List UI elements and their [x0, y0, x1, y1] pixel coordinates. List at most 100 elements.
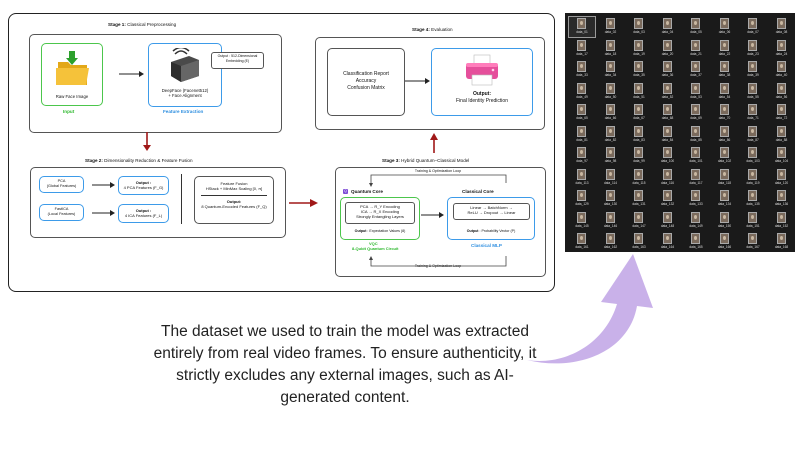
dataset-thumbnail[interactable]: data_67	[626, 103, 652, 123]
dataset-thumbnail[interactable]: data_83	[626, 125, 652, 145]
dataset-thumbnail[interactable]: data_118	[712, 168, 738, 188]
dataset-thumbnail[interactable]: data_119	[740, 168, 766, 188]
dataset-thumbnail[interactable]: data_66	[598, 103, 624, 123]
dataset-thumbnail[interactable]: data_104	[769, 146, 795, 166]
dataset-thumbnail[interactable]: data_39	[740, 60, 766, 80]
dataset-thumbnail[interactable]: data_51	[626, 82, 652, 102]
face-image-icon	[634, 39, 643, 51]
dataset-thumbnail[interactable]: data_70	[712, 103, 738, 123]
dataset-thumbnail[interactable]: data_21	[683, 39, 709, 59]
dataset-thumbnail[interactable]: data_08	[769, 17, 795, 37]
dataset-thumbnail[interactable]: data_33	[569, 60, 595, 80]
dataset-thumbnail[interactable]: data_98	[598, 146, 624, 166]
dataset-thumbnail[interactable]: data_102	[712, 146, 738, 166]
dataset-thumbnail[interactable]: data_132	[655, 189, 681, 209]
loop-top-label: Training & Optimization Loop	[414, 169, 462, 173]
dataset-thumbnail[interactable]: data_17	[569, 39, 595, 59]
dataset-thumbnail[interactable]: data_130	[598, 189, 624, 209]
dataset-thumbnail[interactable]: data_99	[626, 146, 652, 166]
dataset-thumbnail[interactable]: data_72	[769, 103, 795, 123]
dataset-thumbnail[interactable]: data_133	[683, 189, 709, 209]
final-output-title: Output:	[472, 91, 492, 97]
dataset-thumbnail[interactable]: data_120	[769, 168, 795, 188]
dataset-thumbnail[interactable]: data_147	[626, 211, 652, 231]
dataset-thumbnail[interactable]: data_69	[683, 103, 709, 123]
dataset-thumbnail[interactable]: data_103	[740, 146, 766, 166]
dataset-thumbnail[interactable]: data_164	[655, 232, 681, 252]
dataset-thumbnail[interactable]: data_152	[769, 211, 795, 231]
dataset-thumbnail[interactable]: data_22	[712, 39, 738, 59]
dataset-thumbnail[interactable]: data_71	[740, 103, 766, 123]
face-image-icon	[748, 61, 757, 72]
dataset-thumbnail[interactable]: data_161	[569, 232, 595, 252]
dataset-thumbnail[interactable]: data_37	[683, 60, 709, 80]
dataset-thumbnail[interactable]: data_07	[740, 17, 766, 37]
dataset-thumbnail[interactable]: data_135	[740, 189, 766, 209]
dataset-thumbnail[interactable]: data_82	[598, 125, 624, 145]
dataset-thumbnail[interactable]: data_167	[740, 232, 766, 252]
dataset-thumbnail[interactable]: data_04	[655, 17, 681, 37]
dataset-thumbnail[interactable]: data_19	[626, 39, 652, 59]
dataset-thumbnail[interactable]: data_81	[569, 125, 595, 145]
dataset-thumbnail[interactable]: data_85	[683, 125, 709, 145]
dataset-thumbnail[interactable]: data_146	[598, 211, 624, 231]
dataset-thumbnail[interactable]: data_100	[655, 146, 681, 166]
pca-output-title: Output :	[135, 180, 152, 185]
dataset-thumbnail[interactable]: data_01	[568, 16, 596, 38]
dataset-thumbnail[interactable]: data_56	[769, 82, 795, 102]
dataset-thumbnail[interactable]: data_55	[740, 82, 766, 102]
dataset-thumbnail[interactable]: data_148	[655, 211, 681, 231]
dataset-thumbnail[interactable]: data_151	[740, 211, 766, 231]
dataset-thumbnail[interactable]: data_06	[712, 17, 738, 37]
dataset-thumbnail[interactable]: data_84	[655, 125, 681, 145]
dataset-thumbnail[interactable]: data_23	[740, 39, 766, 59]
dataset-thumbnail[interactable]: data_18	[598, 39, 624, 59]
dataset-thumbnail[interactable]: data_02	[598, 17, 624, 37]
dataset-thumbnail[interactable]: data_87	[740, 125, 766, 145]
dataset-thumbnail[interactable]: data_163	[626, 232, 652, 252]
pca-output-value: 4 PCA Features (F_G)	[123, 185, 164, 190]
dataset-thumbnail[interactable]: data_134	[712, 189, 738, 209]
dataset-thumbnail[interactable]: data_168	[769, 232, 795, 252]
dataset-thumbnail[interactable]: data_86	[712, 125, 738, 145]
dataset-thumbnail[interactable]: data_24	[769, 39, 795, 59]
dataset-thumbnail[interactable]: data_03	[626, 17, 652, 37]
dataset-thumbnail[interactable]: data_116	[655, 168, 681, 188]
dataset-thumbnail[interactable]: data_54	[712, 82, 738, 102]
dataset-thumbnail[interactable]: data_162	[598, 232, 624, 252]
dataset-thumbnail[interactable]: data_88	[769, 125, 795, 145]
dataset-thumbnail[interactable]: data_145	[569, 211, 595, 231]
face-image-icon	[776, 39, 786, 51]
dataset-thumbnail[interactable]: data_34	[598, 60, 624, 80]
dataset-thumbnail[interactable]: data_52	[655, 82, 681, 102]
arrow-quantum-to-classical	[421, 212, 444, 218]
dataset-thumbnail[interactable]: data_38	[712, 60, 738, 80]
face-image-icon	[605, 233, 615, 244]
dataset-thumbnail[interactable]: data_136	[769, 189, 795, 209]
dataset-thumbnail[interactable]: data_113	[569, 168, 595, 188]
dataset-thumbnail[interactable]: data_101	[683, 146, 709, 166]
dataset-thumbnail[interactable]: data_115	[626, 168, 652, 188]
dataset-thumbnail[interactable]: data_131	[626, 189, 652, 209]
dataset-thumbnail[interactable]: data_35	[626, 60, 652, 80]
dataset-thumbnail[interactable]: data_49	[569, 82, 595, 102]
dataset-thumbnail[interactable]: data_149	[683, 211, 709, 231]
dataset-thumbnail[interactable]: data_117	[683, 168, 709, 188]
dataset-thumbnail[interactable]: data_166	[712, 232, 738, 252]
dataset-thumbnail[interactable]: data_68	[655, 103, 681, 123]
dataset-thumbnail[interactable]: data_150	[712, 211, 738, 231]
dataset-thumbnail[interactable]: data_129	[569, 189, 595, 209]
dataset-thumbnail[interactable]: data_05	[683, 17, 709, 37]
face-image-icon	[719, 39, 729, 51]
face-image-icon	[748, 104, 757, 115]
dataset-thumbnail[interactable]: data_40	[769, 60, 795, 80]
dataset-thumbnail[interactable]: data_36	[655, 60, 681, 80]
dataset-thumbnail[interactable]: data_53	[683, 82, 709, 102]
dataset-thumbnail[interactable]: data_65	[569, 103, 595, 123]
dataset-thumbnail[interactable]: data_97	[569, 146, 595, 166]
dataset-thumbnail[interactable]: data_165	[683, 232, 709, 252]
dataset-thumbnail[interactable]: data_114	[598, 168, 624, 188]
dataset-thumbnail[interactable]: data_20	[655, 39, 681, 59]
dataset-thumbnail[interactable]: data_50	[598, 82, 624, 102]
